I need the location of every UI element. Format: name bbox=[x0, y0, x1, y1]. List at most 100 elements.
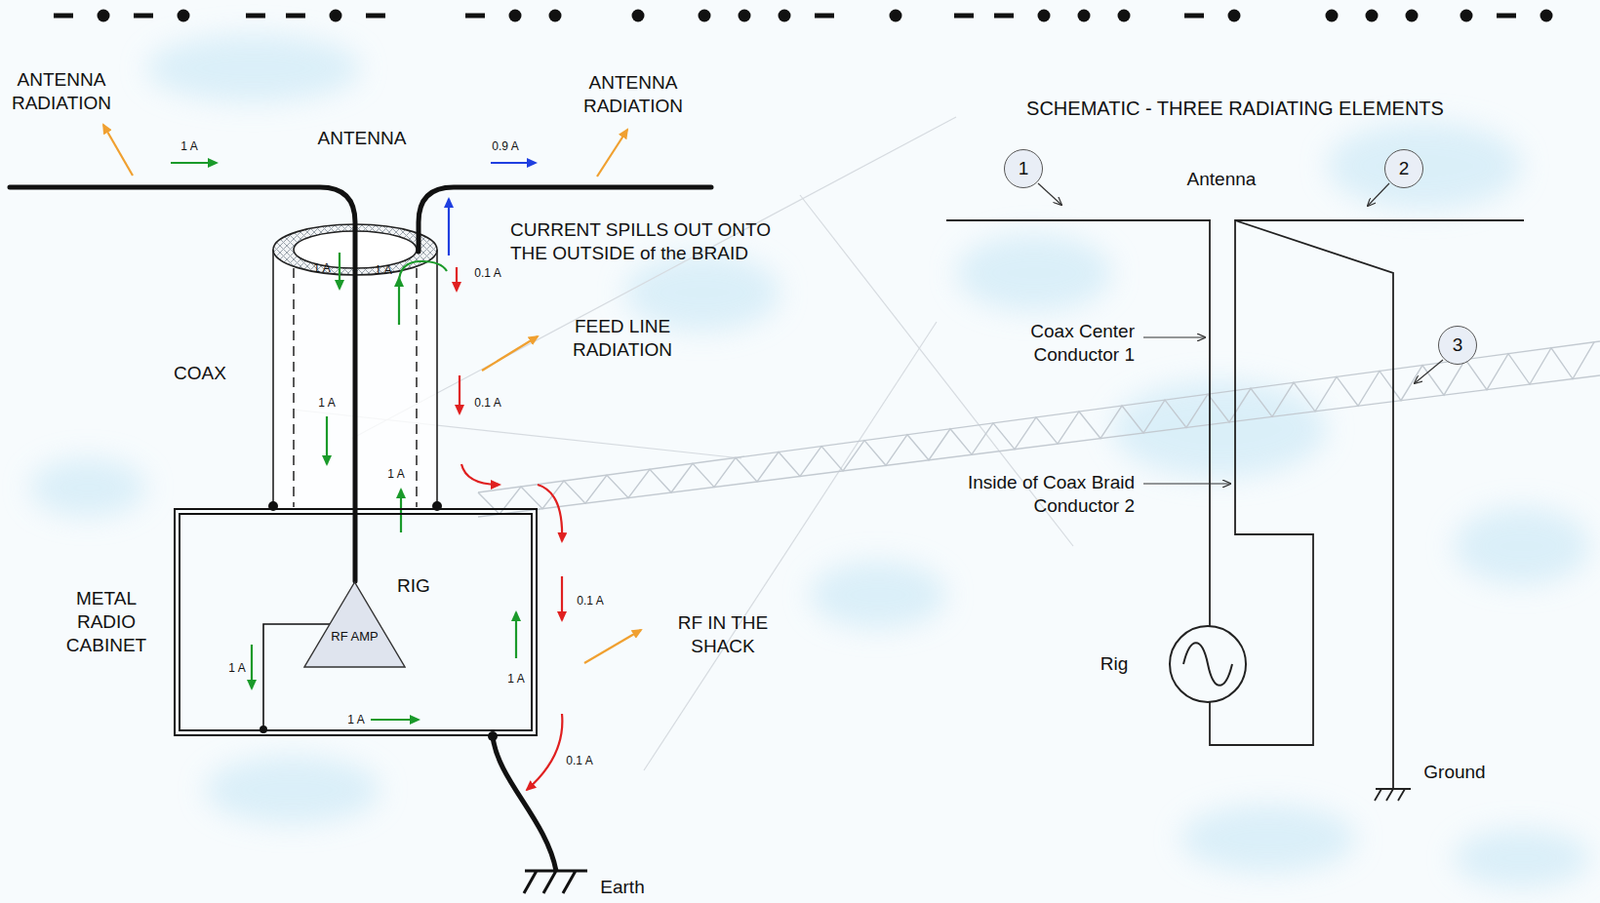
sky-clouds-part bbox=[1453, 829, 1591, 888]
radiation-arrows-part bbox=[481, 336, 538, 371]
current-arrows-green-part bbox=[515, 612, 518, 659]
triangle-outline bbox=[303, 581, 406, 669]
amplifier-triangle: RF AMP bbox=[303, 581, 406, 669]
cabinet-label: RIG bbox=[384, 574, 443, 599]
current-value: 1 A bbox=[312, 396, 342, 411]
morse-code-part bbox=[1118, 9, 1131, 23]
faint-guy-wires-part bbox=[351, 117, 957, 440]
current-arrows-green-part bbox=[325, 416, 328, 465]
current-arrows-green-part bbox=[398, 278, 400, 325]
morse-code-part bbox=[133, 13, 154, 19]
current-value: 0.1 A bbox=[466, 396, 510, 411]
morse-code-part bbox=[1365, 9, 1379, 23]
schematic-wires-part bbox=[1169, 626, 1246, 703]
current-value: 1 A bbox=[341, 713, 371, 728]
schematic-wires-part bbox=[1209, 220, 1524, 746]
sky-clouds-part bbox=[1180, 804, 1357, 874]
current-arrows-green-part bbox=[399, 261, 447, 283]
morse-code-part bbox=[97, 9, 111, 23]
current-arrows-red-part bbox=[458, 375, 461, 414]
sky-clouds-part bbox=[29, 458, 147, 518]
schematic-wires-part bbox=[1374, 789, 1411, 801]
sky-clouds-part bbox=[1453, 507, 1591, 586]
morse-code-part bbox=[549, 9, 562, 23]
morse-code bbox=[53, 9, 1554, 23]
morse-code-part bbox=[465, 13, 485, 19]
current-arrows-green bbox=[170, 162, 517, 720]
sky-clouds-part bbox=[1112, 380, 1327, 479]
morse-code-part bbox=[954, 13, 974, 19]
morse-code-part bbox=[994, 13, 1014, 19]
sky-clouds-part bbox=[204, 756, 381, 825]
morse-code-part bbox=[1078, 9, 1091, 23]
leader-arrows-part bbox=[1038, 183, 1062, 205]
radiation-arrows-part bbox=[597, 129, 628, 177]
current-arrows-red-part bbox=[461, 464, 500, 485]
current-arrows-green-part bbox=[338, 252, 341, 289]
schematic-wires-part bbox=[1183, 642, 1233, 686]
current-arrows-blue-part bbox=[490, 161, 536, 164]
leader-arrows-part bbox=[1143, 482, 1231, 484]
faint-guy-wires-part bbox=[800, 195, 1074, 547]
morse-code-part bbox=[1496, 13, 1517, 19]
morse-code-part bbox=[1228, 9, 1241, 23]
sky-clouds-part bbox=[809, 560, 947, 630]
morse-code-part bbox=[738, 9, 752, 23]
morse-code-part bbox=[365, 13, 386, 19]
schematic-wires bbox=[946, 220, 1524, 801]
radiation-arrows-part bbox=[584, 630, 641, 664]
leader-arrows-part bbox=[1367, 183, 1390, 206]
schematic-wires-part bbox=[946, 220, 1210, 627]
cabinet-wiring-part bbox=[523, 871, 588, 894]
current-arrows-red bbox=[456, 267, 562, 791]
current-value: 0.1 A bbox=[558, 754, 601, 769]
tower-lattice bbox=[478, 341, 1600, 518]
leader-arrows-part bbox=[1414, 360, 1443, 384]
text-label: CURRENT SPILLS OUT ONTO THE OUTSIDE of t… bbox=[510, 218, 789, 266]
callout-number: 3 bbox=[1452, 334, 1464, 357]
current-arrows-red-part bbox=[537, 484, 562, 542]
text-label: Rig bbox=[1084, 652, 1144, 677]
morse-code-part bbox=[177, 9, 191, 23]
morse-code-part bbox=[814, 13, 835, 19]
morse-code-part bbox=[1184, 13, 1204, 19]
junction-dots bbox=[259, 501, 498, 742]
text-label: SCHEMATIC - THREE RADIATING ELEMENTS bbox=[981, 96, 1489, 121]
current-value: 1 A bbox=[368, 263, 399, 279]
callout-number: 2 bbox=[1399, 158, 1410, 180]
callout-number: 1 bbox=[1018, 158, 1030, 180]
text-label: Ground bbox=[1410, 760, 1499, 785]
current-arrows-red-part bbox=[455, 267, 458, 291]
radiation-arrows bbox=[103, 124, 641, 664]
current-value: 1 A bbox=[222, 661, 252, 677]
sky-clouds-part bbox=[956, 234, 1113, 313]
tower-lattice-part bbox=[478, 375, 1600, 518]
text-label: ANTENNA bbox=[303, 126, 421, 151]
current-value: 1 A bbox=[169, 139, 209, 155]
sky-clouds-part bbox=[146, 34, 361, 103]
triangle-shape bbox=[304, 582, 405, 668]
morse-code-part bbox=[1460, 9, 1474, 23]
text-label: ANTENNA RADIATION bbox=[2, 68, 120, 116]
morse-code-part bbox=[329, 9, 343, 23]
callout-circle: 1 bbox=[1003, 149, 1043, 189]
sky-clouds-part bbox=[1326, 121, 1522, 210]
current-arrows-green-part bbox=[370, 719, 419, 721]
current-arrows-green-part bbox=[250, 644, 253, 689]
morse-code-part bbox=[698, 9, 712, 23]
morse-code-part bbox=[53, 13, 74, 19]
callout-circle: 3 bbox=[1438, 325, 1478, 365]
morse-code-part bbox=[778, 9, 792, 23]
morse-code-part bbox=[889, 9, 903, 23]
morse-code-part bbox=[509, 9, 522, 23]
text-label: ANTENNA RADIATION bbox=[574, 71, 692, 119]
cabinet-wiring-part bbox=[492, 736, 557, 872]
text-label: Coax Center Conductor 1 bbox=[988, 320, 1135, 367]
current-arrows-green-part bbox=[170, 161, 217, 164]
morse-code-part bbox=[1405, 9, 1419, 23]
radiation-arrows-part bbox=[103, 124, 133, 176]
leader-arrows-part bbox=[1143, 336, 1205, 338]
current-value: 0.1 A bbox=[466, 266, 510, 281]
